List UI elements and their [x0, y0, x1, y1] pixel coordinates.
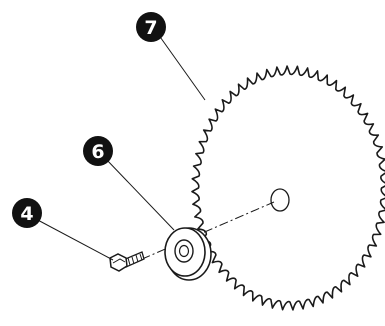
callout-7-badge: [136, 12, 166, 42]
callout-4-badge: [12, 198, 42, 228]
hex-bolt-head-detail: [112, 258, 126, 264]
callout-4-leader: [33, 217, 114, 261]
saw-blade: [191, 65, 385, 311]
saw-blade-toothed-outline: [191, 65, 385, 311]
callout-4: 4: [12, 198, 42, 228]
callout-6-leader: [104, 157, 175, 231]
callout-7: 7: [136, 12, 166, 42]
hex-bolt-threads: [127, 253, 143, 266]
callout-6: 6: [83, 136, 113, 166]
flange-washer-bore: [178, 244, 190, 258]
saw-blade-arbor-hole: [270, 188, 290, 212]
callout-6-badge: [83, 136, 113, 166]
flange-washer: [164, 227, 212, 281]
hex-bolt: [109, 251, 145, 272]
callout-4-label: 4: [20, 203, 33, 225]
callout-7-leader: [157, 33, 206, 101]
callout-7-label: 7: [144, 17, 157, 39]
callout-6-label: 6: [91, 141, 104, 163]
hex-bolt-head: [109, 253, 128, 272]
